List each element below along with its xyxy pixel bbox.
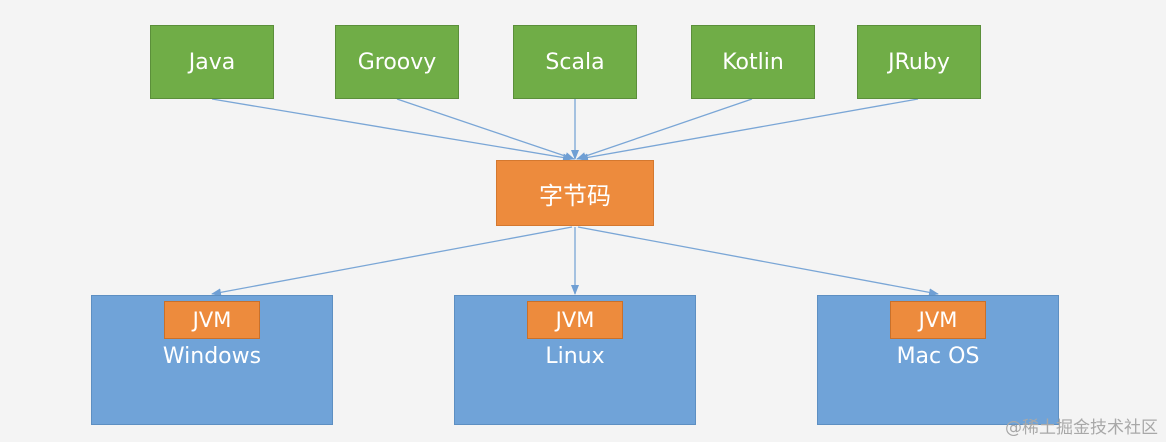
jvm-box: JVM — [164, 301, 260, 339]
platform-box-windows: JVM Windows — [91, 295, 333, 425]
jvm-box: JVM — [890, 301, 986, 339]
arrow-bytecode-to-macos — [577, 226, 939, 297]
language-box-scala: Scala — [513, 25, 637, 99]
arrow-bytecode-to-windows — [211, 226, 573, 297]
language-label: JRuby — [888, 49, 950, 75]
watermark: @稀土掘金技术社区 — [1005, 418, 1158, 438]
arrow-jruby-to-bytecode — [578, 98, 919, 162]
bytecode-box: 字节码 — [496, 160, 654, 226]
language-label: Scala — [545, 49, 605, 75]
language-box-jruby: JRuby — [857, 25, 981, 99]
os-label: Linux — [545, 344, 605, 369]
os-label: Mac OS — [896, 344, 980, 369]
bytecode-label: 字节码 — [539, 181, 611, 210]
arrow-groovy-to-bytecode — [396, 98, 575, 160]
language-label: Java — [188, 49, 236, 75]
platform-box-linux: JVM Linux — [454, 295, 696, 425]
jvm-label: JVM — [918, 308, 958, 332]
jvm-label: JVM — [555, 308, 595, 332]
jvm-label: JVM — [192, 308, 232, 332]
os-label: Windows — [162, 344, 262, 369]
jvm-box: JVM — [527, 301, 623, 339]
language-box-groovy: Groovy — [335, 25, 459, 99]
language-box-java: Java — [150, 25, 274, 99]
platform-box-macos: JVM Mac OS — [817, 295, 1059, 425]
arrow-java-to-bytecode — [211, 98, 573, 162]
language-label: Kotlin — [722, 49, 784, 75]
language-label: Groovy — [357, 49, 437, 75]
language-box-kotlin: Kotlin — [691, 25, 815, 99]
arrow-kotlin-to-bytecode — [576, 98, 753, 160]
